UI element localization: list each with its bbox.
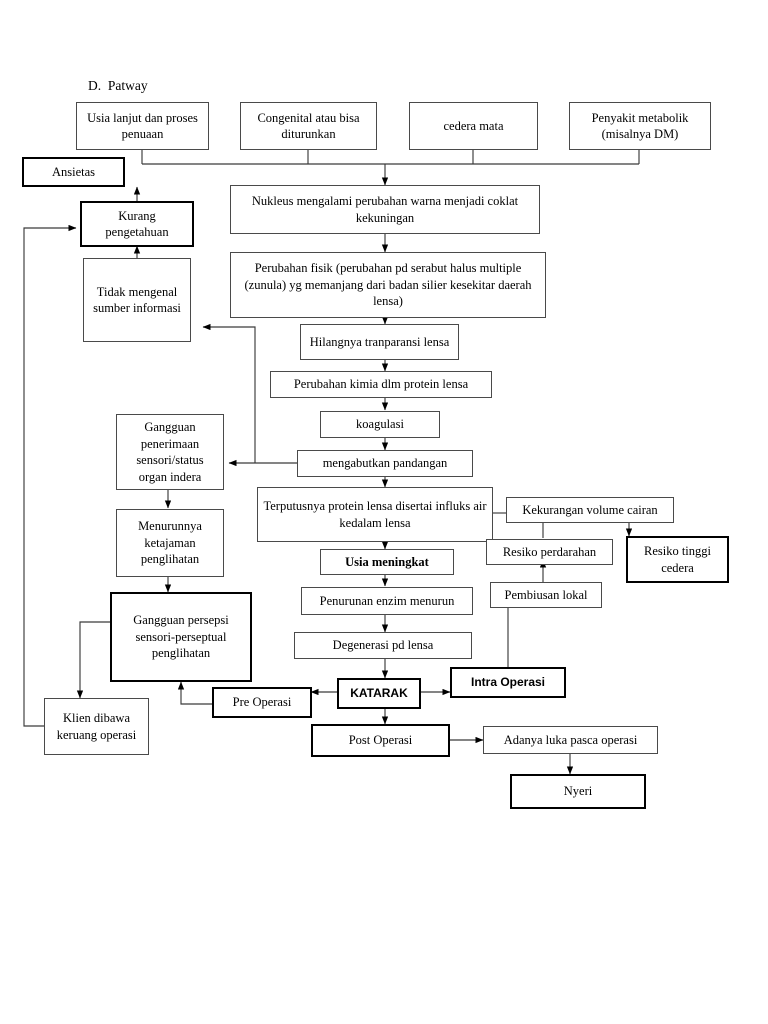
node-ansietas[interactable]: Ansietas (22, 157, 125, 187)
node-tidak-mengenal-sumber-informasi[interactable]: Tidak mengenal sumber informasi (83, 258, 191, 342)
node-resiko-perdarahan[interactable]: Resiko perdarahan (486, 539, 613, 565)
node-nyeri[interactable]: Nyeri (510, 774, 646, 809)
node-congenital[interactable]: Congenital atau bisa diturunkan (240, 102, 377, 150)
node-adanya-luka-pasca-operasi[interactable]: Adanya luka pasca operasi (483, 726, 658, 754)
node-usia-meningkat[interactable]: Usia meningkat (320, 549, 454, 575)
node-post-operasi[interactable]: Post Operasi (311, 724, 450, 757)
node-intra-operasi[interactable]: Intra Operasi (450, 667, 566, 698)
node-pembiusan-lokal[interactable]: Pembiusan lokal (490, 582, 602, 608)
node-terputusnya-protein[interactable]: Terputusnya protein lensa disertai influ… (257, 487, 493, 542)
node-penyakit-metabolik[interactable]: Penyakit metabolik (misalnya DM) (569, 102, 711, 150)
node-gangguan-persepsi[interactable]: Gangguan persepsi sensori-perseptual pen… (110, 592, 252, 682)
node-resiko-tinggi-cedera[interactable]: Resiko tinggi cedera (626, 536, 729, 583)
node-koagulasi[interactable]: koagulasi (320, 411, 440, 438)
node-gangguan-penerimaan-sensori[interactable]: Gangguan penerimaan sensori/status organ… (116, 414, 224, 490)
node-degenerasi-pd-lensa[interactable]: Degenerasi pd lensa (294, 632, 472, 659)
node-perubahan-fisik[interactable]: Perubahan fisik (perubahan pd serabut ha… (230, 252, 546, 318)
node-pre-operasi[interactable]: Pre Operasi (212, 687, 312, 718)
node-kekurangan-volume-cairan[interactable]: Kekurangan volume cairan (506, 497, 674, 523)
node-kurang-pengetahuan[interactable]: Kurang pengetahuan (80, 201, 194, 247)
node-perubahan-kimia[interactable]: Perubahan kimia dlm protein lensa (270, 371, 492, 398)
node-katarak[interactable]: KATARAK (337, 678, 421, 709)
node-cedera-mata[interactable]: cedera mata (409, 102, 538, 150)
node-mengabutkan-pandangan[interactable]: mengabutkan pandangan (297, 450, 473, 477)
node-usia-lanjut[interactable]: Usia lanjut dan proses penuaan (76, 102, 209, 150)
node-klien-dibawa-keruang-operasi[interactable]: Klien dibawa keruang operasi (44, 698, 149, 755)
node-hilangnya-transparansi[interactable]: Hilangnya tranparansi lensa (300, 324, 459, 360)
node-menurunnya-ketajaman[interactable]: Menurunnya ketajaman penglihatan (116, 509, 224, 577)
node-penurunan-enzim[interactable]: Penurunan enzim menurun (301, 587, 473, 615)
page-title: D. Patway (88, 78, 148, 93)
node-nukleus[interactable]: Nukleus mengalami perubahan warna menjad… (230, 185, 540, 234)
